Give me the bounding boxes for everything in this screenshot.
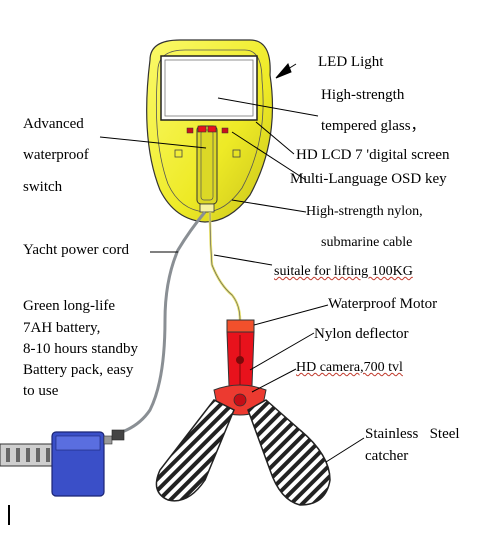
waterproof-motor	[226, 319, 255, 333]
label-battery-line2: 7AH battery,	[23, 320, 101, 336]
label-deflector: Nylon deflector	[314, 326, 409, 342]
label-switch-line1: Advanced	[23, 116, 84, 132]
nylon-cable	[208, 211, 242, 321]
label-battery-line5: to use	[23, 383, 59, 399]
label-catcher-line1: Stainless Steel	[365, 426, 460, 442]
label-glass-line2: tempered glass，	[321, 118, 426, 134]
leader-lines	[99, 63, 365, 463]
label-battery-line1: Green long-life	[23, 298, 116, 314]
label-lcd: HD LCD 7 'digital screen	[296, 147, 450, 163]
label-battery-line3: 8-10 hours standby	[23, 341, 138, 357]
label-nylon-line1: High-strength nylon,	[306, 204, 423, 219]
osd-key	[186, 127, 194, 134]
label-switch-line2: waterproof	[23, 147, 89, 163]
monitor-unit	[146, 39, 274, 223]
label-yacht-cord: Yacht power cord	[23, 242, 129, 258]
switch-handle	[196, 125, 218, 205]
battery-pack	[0, 429, 125, 497]
label-switch-line3: switch	[23, 179, 63, 195]
label-nylon-line3: suitale for lifting 100KG	[274, 264, 413, 279]
label-catcher-line2: catcher	[365, 448, 409, 464]
label-battery-line4: Battery pack, easy	[23, 362, 134, 378]
label-motor: Waterproof Motor	[328, 296, 438, 312]
label-led-light: LED Light	[318, 54, 384, 70]
label-nylon-line2: submarine cable	[321, 235, 413, 250]
lcd-screen	[160, 55, 258, 121]
motor-unit	[213, 319, 267, 416]
hd-camera	[236, 356, 244, 364]
label-osd: Multi-Language OSD key	[290, 171, 447, 187]
label-glass-line1: High-strength	[321, 87, 405, 103]
label-camera: HD camera,700 tvl	[296, 360, 403, 375]
waterproof-switch	[197, 125, 207, 133]
stainless-steel-catcher	[155, 399, 331, 506]
yacht-power-cord	[121, 211, 207, 434]
